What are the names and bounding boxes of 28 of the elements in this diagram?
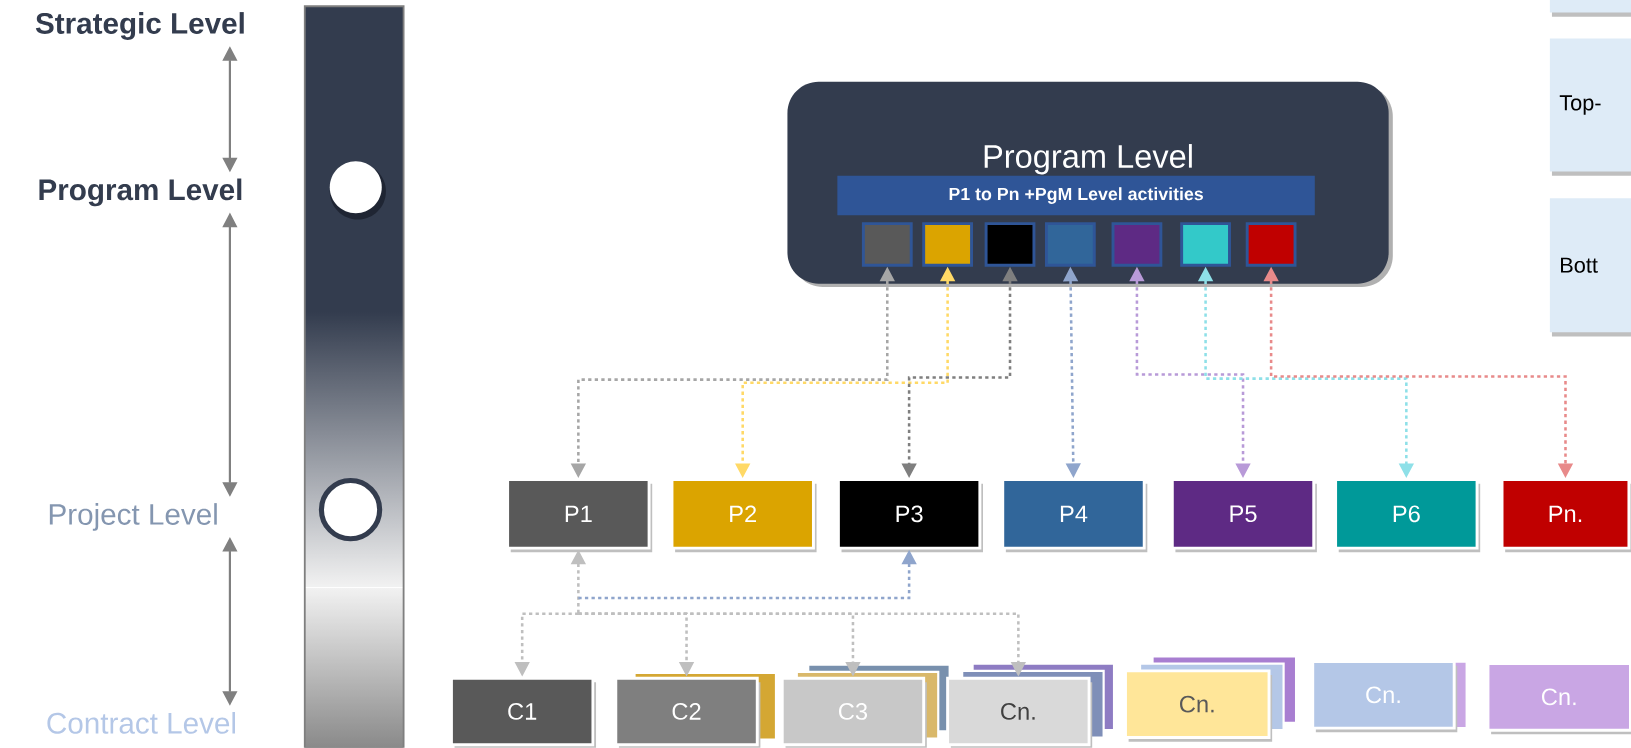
contract-card: Cn. xyxy=(1311,660,1468,733)
color-square xyxy=(1245,222,1297,267)
color-square xyxy=(1044,222,1096,267)
project-box: P2 xyxy=(670,478,817,553)
level-label: Contract Level xyxy=(47,712,235,734)
project-box: P1 xyxy=(506,478,653,553)
level-label: Strategic Level xyxy=(35,12,244,40)
banner: P1 to Pn +PgM Level activities xyxy=(837,175,1315,216)
project-box: Pn. xyxy=(1500,478,1631,553)
side-panel: Bott xyxy=(1549,198,1631,337)
contract-card: Cn. xyxy=(1124,655,1298,742)
contract-card: Cn. xyxy=(946,662,1116,748)
color-square xyxy=(984,222,1036,267)
project-box: P3 xyxy=(836,478,983,553)
contract-card: C1 xyxy=(450,676,597,748)
project-box: P5 xyxy=(1170,478,1317,553)
side-panel xyxy=(1549,0,1631,17)
contract-card: Cn. xyxy=(1486,662,1631,735)
level-label: Project Level xyxy=(49,503,217,531)
contract-card: C2 xyxy=(614,671,778,748)
color-square xyxy=(861,222,913,267)
project-box: P6 xyxy=(1334,478,1481,553)
project-box: P4 xyxy=(1001,478,1148,553)
color-square xyxy=(922,222,973,267)
side-panel: Top- xyxy=(1549,38,1631,176)
color-square xyxy=(1111,222,1163,267)
level-label: Program Level xyxy=(39,178,242,207)
color-square xyxy=(1180,222,1231,267)
